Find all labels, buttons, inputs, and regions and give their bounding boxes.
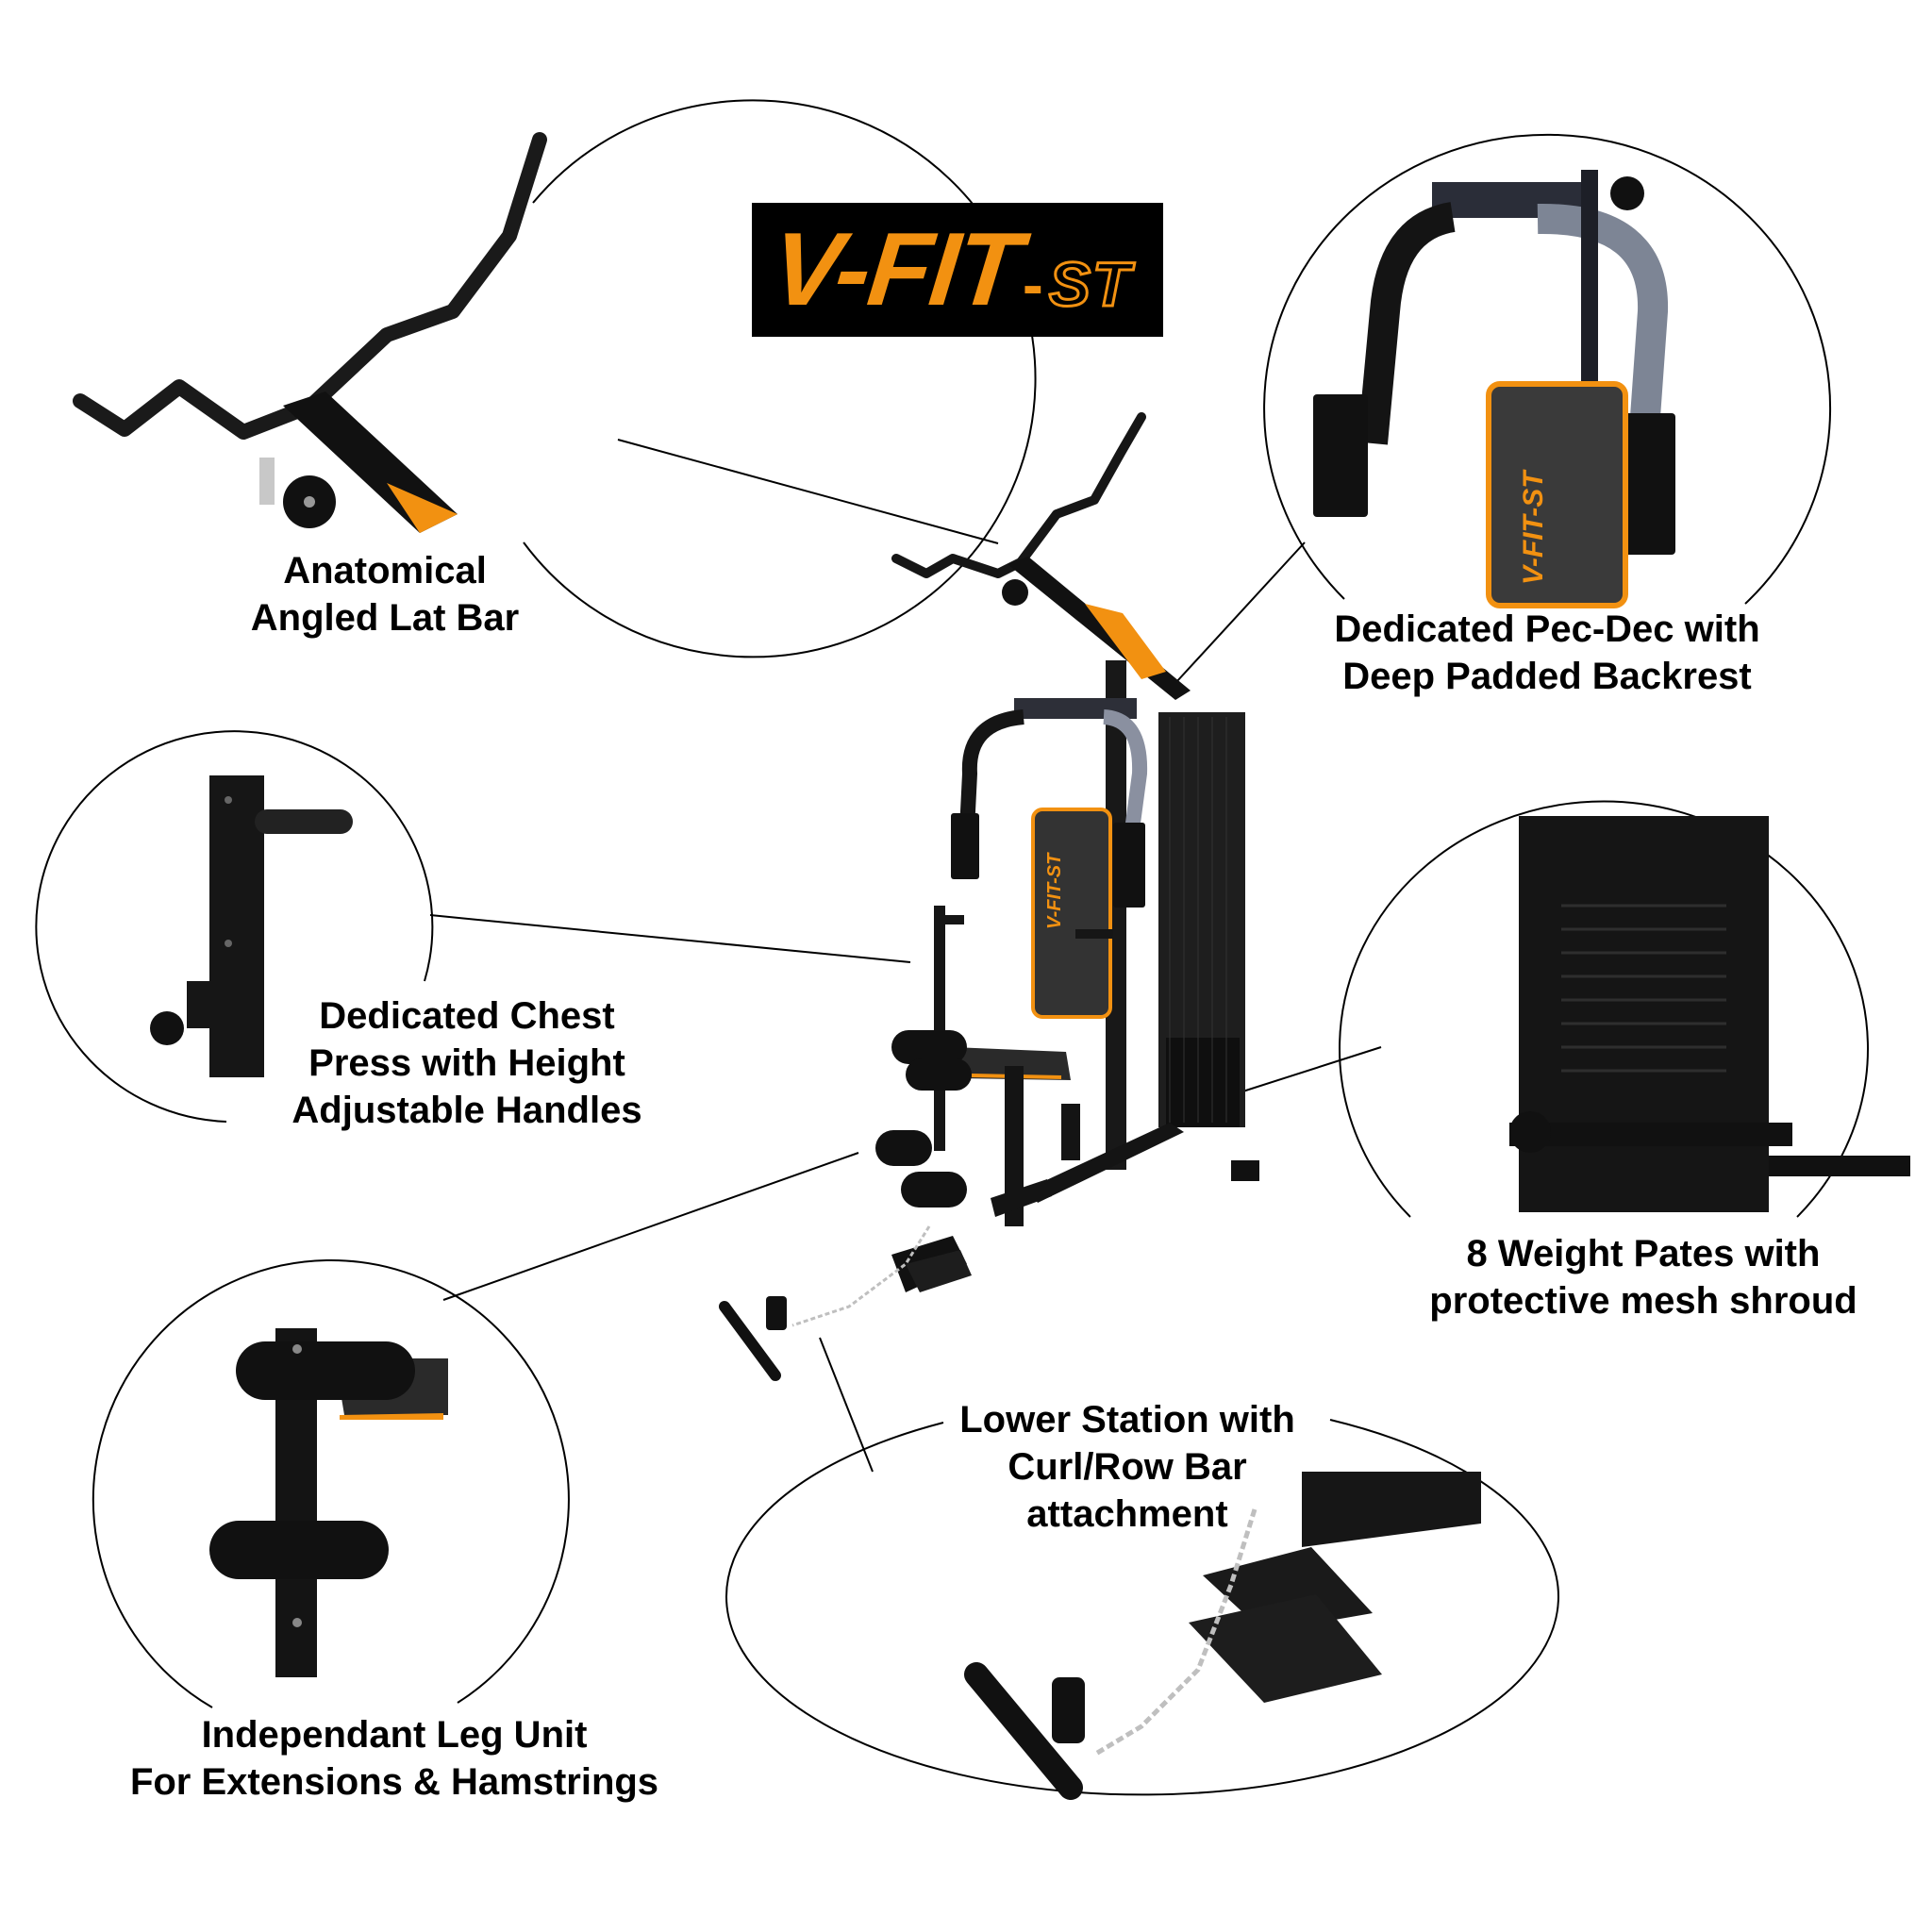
callout-label-pec-dec: Dedicated Pec-Dec with Deep Padded Backr… xyxy=(1334,606,1759,700)
lower-station-detail xyxy=(964,1472,1481,1800)
callout-label-leg-unit: Independant Leg Unit For Extensions & Ha… xyxy=(130,1711,658,1806)
logo-model-suffix: ST xyxy=(1047,249,1133,319)
backrest-brand-text: V-FIT-ST xyxy=(1518,469,1549,585)
callout-line: Curl/Row Bar xyxy=(1008,1446,1247,1488)
callout-line: Anatomical xyxy=(283,550,487,591)
callout-ellipse-lower-station xyxy=(724,1419,1559,1796)
callout-line: Deep Padded Backrest xyxy=(1342,656,1752,697)
brand-logo: V-FIT - ST xyxy=(752,203,1163,337)
callout-line: Press with Height xyxy=(308,1042,625,1084)
callout-circle-chest-press xyxy=(35,730,434,1123)
callout-line: protective mesh shroud xyxy=(1429,1280,1857,1322)
chest-press-detail xyxy=(150,775,353,1077)
callout-line: For Extensions & Hamstrings xyxy=(129,1761,659,1803)
logo-wordmark: V-FIT xyxy=(766,211,1025,327)
callout-line: 8 Weight Pates with xyxy=(1466,1233,1821,1274)
lat-bar-detail xyxy=(73,132,547,533)
callout-line: Angled Lat Bar xyxy=(250,597,520,639)
callout-line: Dedicated Pec-Dec with xyxy=(1334,608,1760,650)
callout-line: attachment xyxy=(1026,1493,1228,1535)
connector-chest-press xyxy=(429,914,911,963)
callout-line: Lower Station with xyxy=(959,1399,1295,1441)
callout-label-lower-station: Lower Station with Curl/Row Bar attachme… xyxy=(959,1396,1295,1538)
callout-label-weight-stack: 8 Weight Pates with protective mesh shro… xyxy=(1429,1230,1857,1324)
connector-pec-dec xyxy=(1175,541,1306,683)
callout-line: Independant Leg Unit xyxy=(201,1714,588,1756)
callout-line: Dedicated Chest xyxy=(319,995,615,1037)
weight-stack-detail xyxy=(1509,816,1910,1212)
leg-unit-detail xyxy=(209,1328,448,1677)
connector-weight-stack xyxy=(1233,1046,1382,1095)
callout-label-chest-press: Dedicated Chest Press with Height Adjust… xyxy=(291,992,641,1134)
callout-circle-leg-unit xyxy=(92,1259,570,1708)
pec-dec-detail: V-FIT-ST xyxy=(1313,170,1675,608)
connector-leg-unit xyxy=(442,1152,859,1301)
callout-circle-weight-stack xyxy=(1339,800,1869,1218)
callout-circle-lat-bar xyxy=(523,99,1037,658)
connector-lower-station xyxy=(819,1337,874,1473)
multi-gym-machine: V-FIT-ST xyxy=(719,412,1259,1381)
connector-lat-bar xyxy=(617,439,999,544)
svg-text:V-FIT-ST: V-FIT-ST xyxy=(1044,852,1065,929)
callout-circle-pec-dec xyxy=(1263,133,1832,605)
callout-label-lat-bar: Anatomical Angled Lat Bar xyxy=(251,547,519,641)
logo-dash: - xyxy=(1022,249,1043,319)
callout-line: Adjustable Handles xyxy=(291,1090,642,1131)
